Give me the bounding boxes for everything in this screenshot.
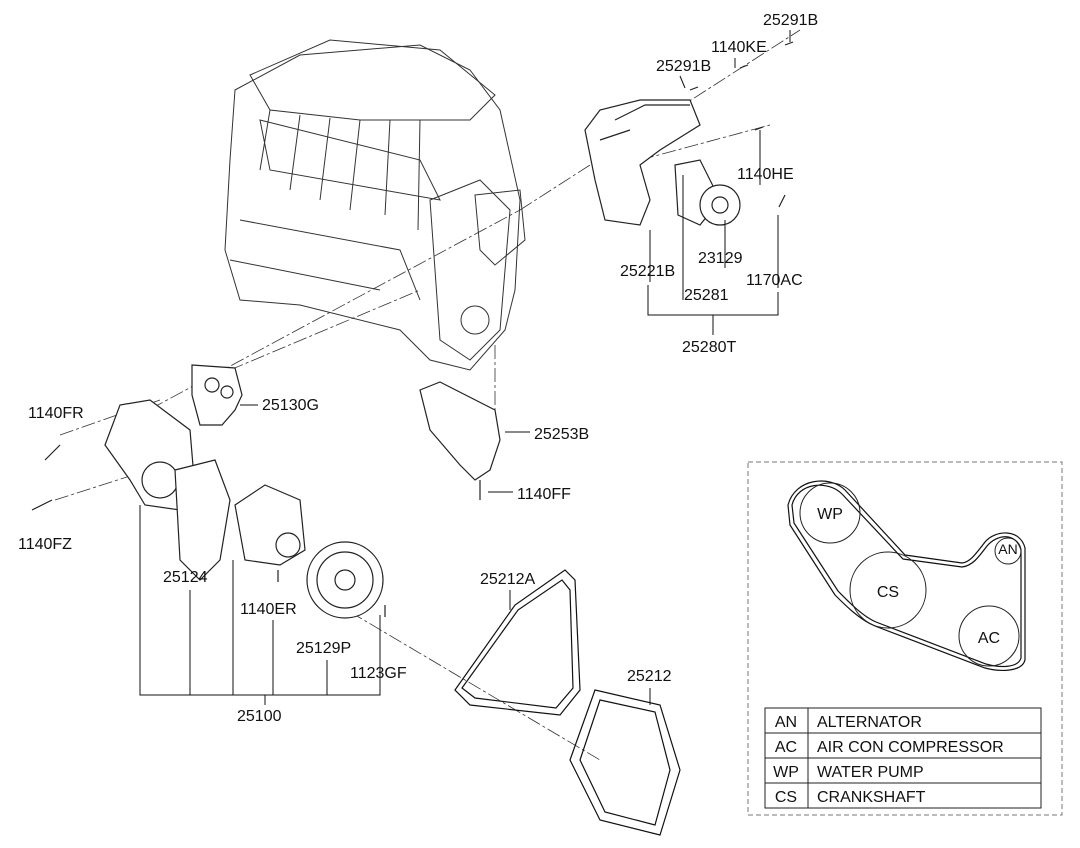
label-1123GF: 1123GF (350, 665, 407, 682)
belt-25212 (569, 689, 681, 836)
pulley-an (994, 537, 1022, 565)
pulley-wp (799, 482, 861, 544)
pulley-label-an: AN (998, 541, 1017, 557)
belt-routing-inset: WP CS AN AC AN ALTERNATOR AC AIR CON COM… (747, 461, 1063, 816)
gasket (191, 364, 243, 426)
label-25291B-top: 25291B (763, 12, 818, 29)
leader-lines (139, 30, 791, 705)
engine-block (224, 39, 526, 371)
label-1140HE: 1140HE (737, 166, 794, 183)
legend-table: AN ALTERNATOR AC AIR CON COMPRESSOR WP W… (764, 707, 1042, 809)
label-25221B: 25221B (620, 263, 675, 280)
label-1170AC: 1170AC (746, 272, 803, 289)
label-25130G: 25130G (262, 397, 319, 414)
label-25124: 25124 (163, 569, 208, 586)
belt-25212A (454, 569, 581, 716)
label-1140ER: 1140ER (240, 601, 297, 618)
label-25129P: 25129P (296, 640, 351, 657)
label-1140KE: 1140KE (711, 39, 767, 56)
label-25100: 25100 (237, 708, 282, 725)
legend-code: AC (775, 739, 797, 756)
tensioner-assembly (584, 41, 794, 226)
legend-name: CRANKSHAFT (817, 789, 926, 806)
pulley-cs (849, 551, 927, 629)
label-25253B: 25253B (534, 426, 589, 443)
label-25280T: 25280T (682, 339, 736, 356)
label-1140FF: 1140FF (517, 486, 571, 503)
pulley-label-cs: CS (877, 584, 899, 601)
legend-code: CS (775, 789, 797, 806)
label-25281: 25281 (684, 287, 729, 304)
label-1140FZ: 1140FZ (18, 536, 72, 553)
legend-code: AN (775, 714, 797, 731)
label-23129: 23129 (698, 250, 743, 267)
water-pump-parts (31, 399, 386, 619)
bracket (419, 381, 501, 500)
pulley-ac (958, 605, 1020, 667)
legend-name: AIR CON COMPRESSOR (817, 739, 1004, 756)
pulley-label-ac: AC (978, 630, 1000, 647)
part-labels: 25291B 1140KE 25291B 1140HE 23129 25221B… (18, 12, 818, 725)
label-25291B: 25291B (656, 58, 711, 75)
legend-name: ALTERNATOR (817, 714, 922, 731)
label-25212: 25212 (627, 668, 672, 685)
legend-name: WATER PUMP (817, 764, 924, 781)
label-25212A: 25212A (480, 571, 535, 588)
legend-code: WP (773, 764, 799, 781)
label-1140FR: 1140FR (28, 405, 84, 422)
pulley-label-wp: WP (817, 506, 843, 523)
